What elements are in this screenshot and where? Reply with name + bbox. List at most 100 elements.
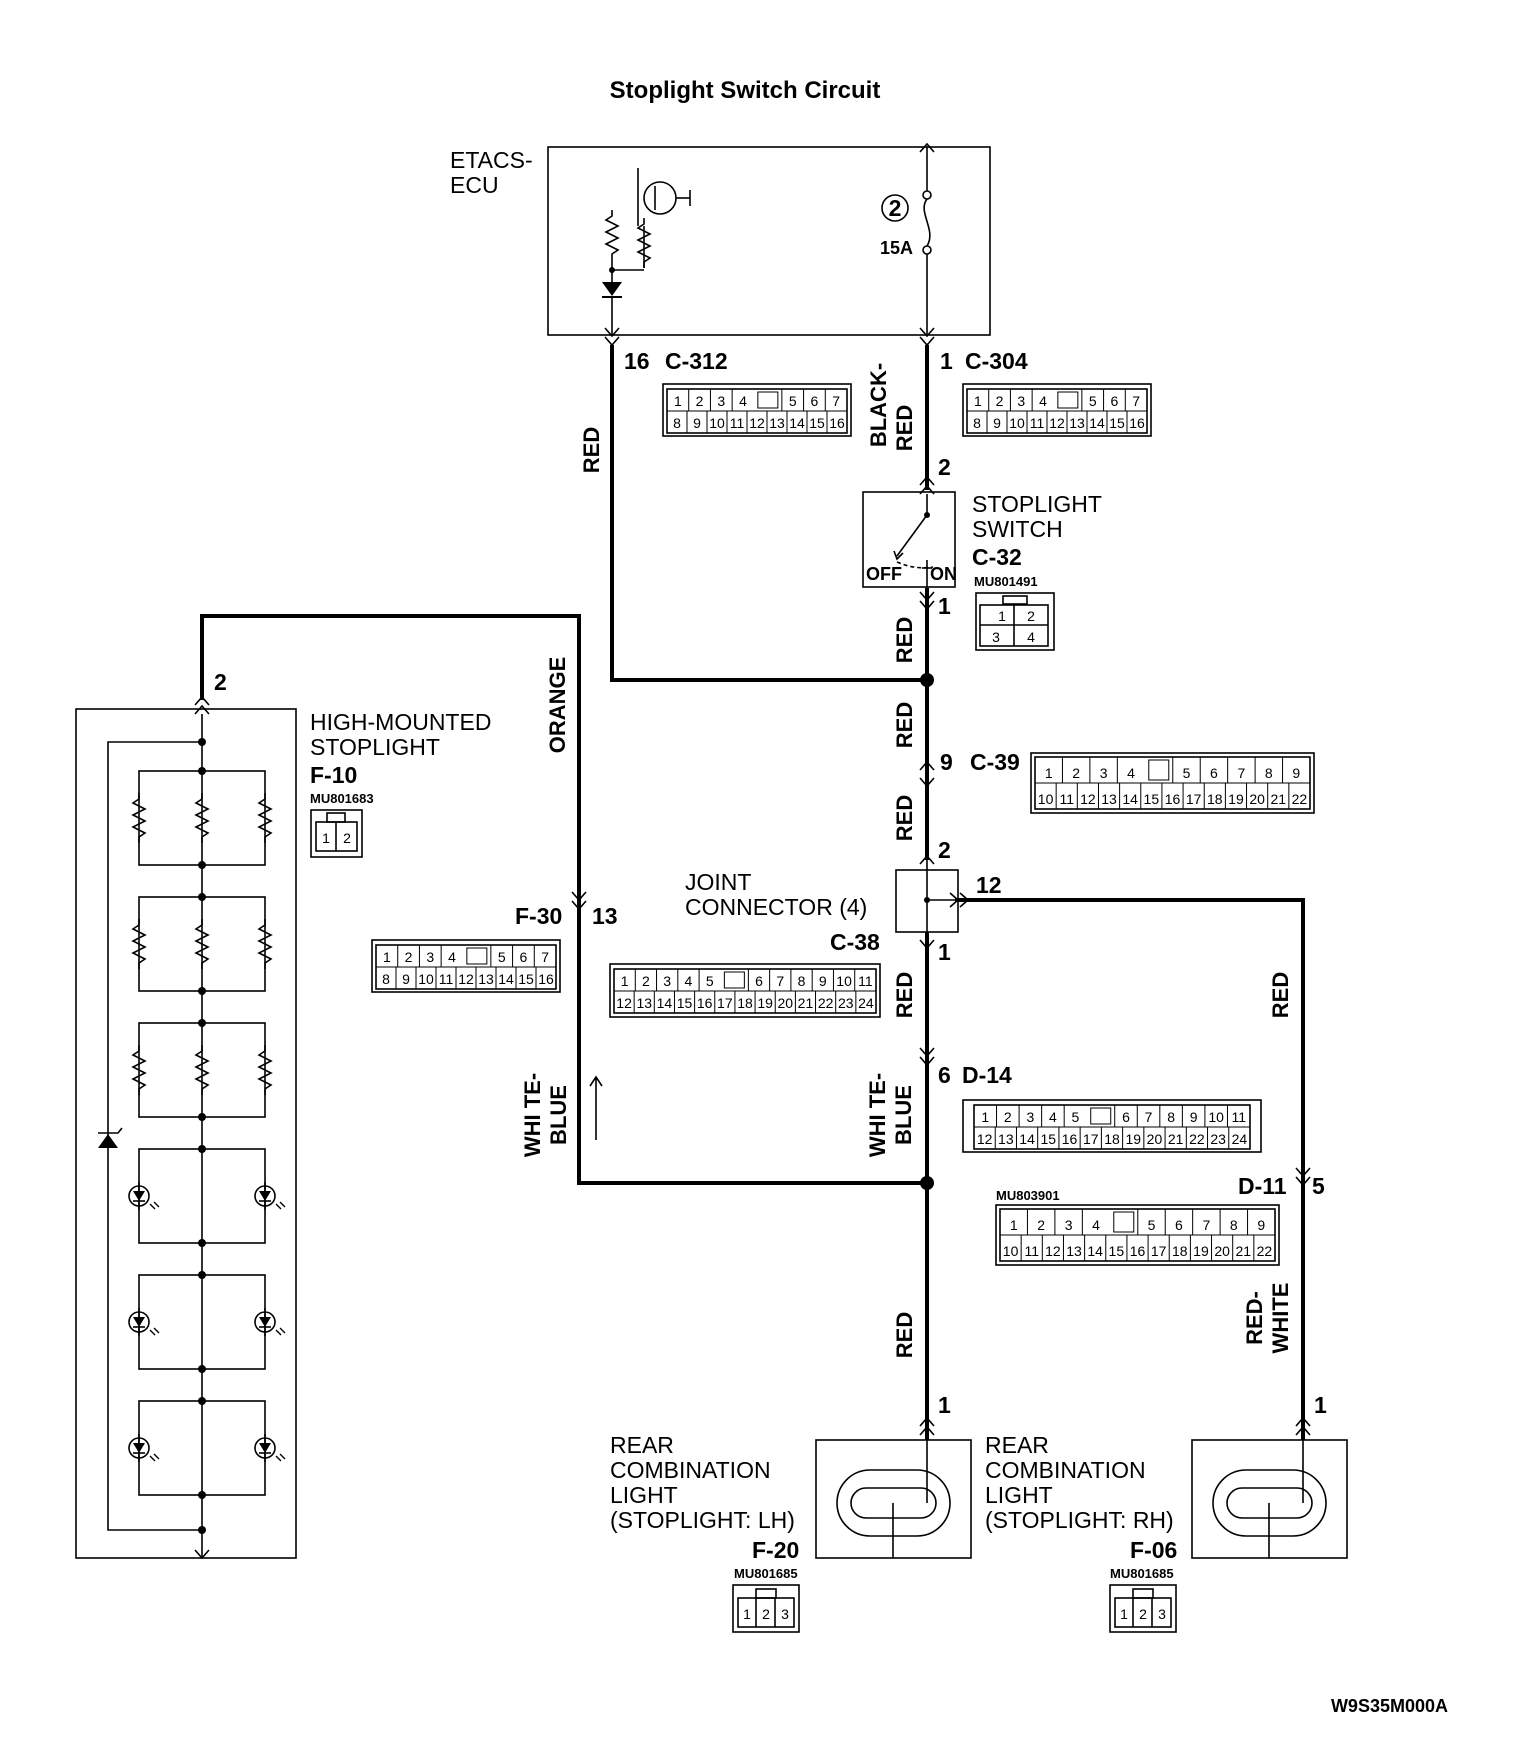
connector-f10-part: MU801683 <box>310 791 374 806</box>
f20-pin: 1 <box>743 1606 751 1622</box>
pin-1-switch: 1 <box>938 593 951 619</box>
f20-pin: 3 <box>781 1606 789 1622</box>
connector-pin-number: 5 <box>706 973 714 989</box>
ecu-diode-icon <box>602 282 622 298</box>
wire-label-black-red-1: BLACK- <box>866 363 891 447</box>
c32-pin: 2 <box>1027 608 1035 624</box>
pin-arrow-icon <box>1295 1167 1311 1187</box>
f06-pin: 3 <box>1158 1606 1166 1622</box>
connector-pin-number: 17 <box>1151 1243 1167 1259</box>
wire-label-red: RED <box>892 1312 917 1358</box>
connector-f10 <box>310 809 363 858</box>
wire-red-c312 <box>610 345 927 682</box>
connector-pin-number: 17 <box>717 995 733 1011</box>
splice-node <box>920 673 934 687</box>
connector-pin-number: 2 <box>642 973 650 989</box>
connector-pin-number: 3 <box>717 393 725 409</box>
wire-label-red: RED <box>892 702 917 748</box>
connector-c38-name: C-38 <box>830 929 880 955</box>
switch-on-label: ON <box>930 564 957 584</box>
connector-pin-number: 4 <box>448 949 456 965</box>
wire-label-red: RED <box>1268 972 1293 1018</box>
connector-pin-number: 13 <box>769 415 785 431</box>
connector-f30-name: F-30 <box>515 903 562 929</box>
etacs-label-1: ETACS- <box>450 147 533 173</box>
connector-f06-name: F-06 <box>1130 1537 1177 1563</box>
pin-16: 16 <box>624 348 650 374</box>
connector-pin-number: 13 <box>1101 791 1117 807</box>
connector-c312-name: C-312 <box>665 348 728 374</box>
pin-2-joint: 2 <box>938 837 951 863</box>
connector-pin-number: 9 <box>1292 765 1300 781</box>
connector-pin-number: 10 <box>418 971 434 987</box>
f10-pin: 2 <box>343 830 351 846</box>
connector-pin-number: 12 <box>1049 415 1065 431</box>
connector-pin-number: 10 <box>1009 415 1025 431</box>
connector-f10-name: F-10 <box>310 762 357 788</box>
pin-12: 12 <box>976 872 1002 898</box>
connector-pin-number: 17 <box>1083 1131 1099 1147</box>
connector-pin-number: 22 <box>1292 791 1308 807</box>
stoplight-switch-label-2: SWITCH <box>972 516 1063 542</box>
led-icon <box>254 1433 286 1463</box>
connector-pin-number: 8 <box>673 415 681 431</box>
arrow-up-icon <box>589 1075 603 1140</box>
connector-pin-number: 21 <box>798 995 814 1011</box>
connector-pin-number: 11 <box>1030 415 1045 431</box>
connector-pin-number: 16 <box>697 995 713 1011</box>
rear-rh-label-2: COMBINATION <box>985 1457 1146 1483</box>
connector-pin-number: 20 <box>1214 1243 1230 1259</box>
connector-pin-number: 9 <box>993 415 1001 431</box>
connector-pin-number: 11 <box>858 973 873 989</box>
connector-pin-number: 1 <box>621 973 629 989</box>
connector-pin-number: 2 <box>1072 765 1080 781</box>
wire-label-white-blue-2: BLUE <box>891 1085 916 1145</box>
wire-label-red-white-2: WHITE <box>1268 1283 1293 1354</box>
pin-6: 6 <box>938 1062 951 1088</box>
rear-lh-label-4: (STOPLIGHT: LH) <box>610 1507 795 1533</box>
connector-pin-number: 4 <box>685 973 693 989</box>
connector-pin-number: 19 <box>1125 1131 1141 1147</box>
wire-white-blue-orange <box>200 614 927 1185</box>
connector-pin-number: 10 <box>836 973 852 989</box>
connector-pin-number: 22 <box>1189 1131 1205 1147</box>
pin-13: 13 <box>592 903 618 929</box>
connector-d14-name: D-14 <box>962 1062 1012 1088</box>
connector-pin-number: 7 <box>1237 765 1245 781</box>
connector-pin-number: 1 <box>674 393 682 409</box>
connector-pin-number: 15 <box>809 415 825 431</box>
connector-pin-number: 20 <box>1147 1131 1163 1147</box>
connector-pin-number: 15 <box>1109 415 1125 431</box>
connector-pin-number: 1 <box>974 393 982 409</box>
connector-pin-number: 7 <box>832 393 840 409</box>
connector-pin-number: 12 <box>616 995 632 1011</box>
connector-pin-number: 6 <box>1210 765 1218 781</box>
connector-pin-number: 12 <box>1080 791 1096 807</box>
connector-pin-number: 1 <box>981 1109 989 1125</box>
joint-connector-label-2: CONNECTOR (4) <box>685 894 867 920</box>
rear-lh-label-2: COMBINATION <box>610 1457 771 1483</box>
connector-pin-number: 14 <box>498 971 514 987</box>
stoplight-switch-box <box>862 491 956 588</box>
connector-pin-number: 14 <box>1122 791 1138 807</box>
connector-c39-name: C-39 <box>970 749 1020 775</box>
connector-pin-number: 21 <box>1235 1243 1251 1259</box>
connector-c32-part: MU801491 <box>974 574 1038 589</box>
connector-pin-number: 6 <box>1111 393 1119 409</box>
wire-label-black-red-2: RED <box>892 405 917 451</box>
connector-d11-name: D-11 <box>1238 1173 1287 1199</box>
f10-pin: 1 <box>322 830 330 846</box>
wire-label-red: RED <box>892 972 917 1018</box>
connector-pin-number: 18 <box>1172 1243 1188 1259</box>
c32-pin: 1 <box>998 608 1006 624</box>
c32-pin: 3 <box>992 629 1000 645</box>
connector-f06 <box>1109 1584 1177 1633</box>
connector-pin-number: 3 <box>1017 393 1025 409</box>
pin-arrow-icon <box>919 1416 935 1436</box>
connector-pin-number: 5 <box>789 393 797 409</box>
wire-label-red: RED <box>892 795 917 841</box>
connector-pin-number: 4 <box>739 393 747 409</box>
